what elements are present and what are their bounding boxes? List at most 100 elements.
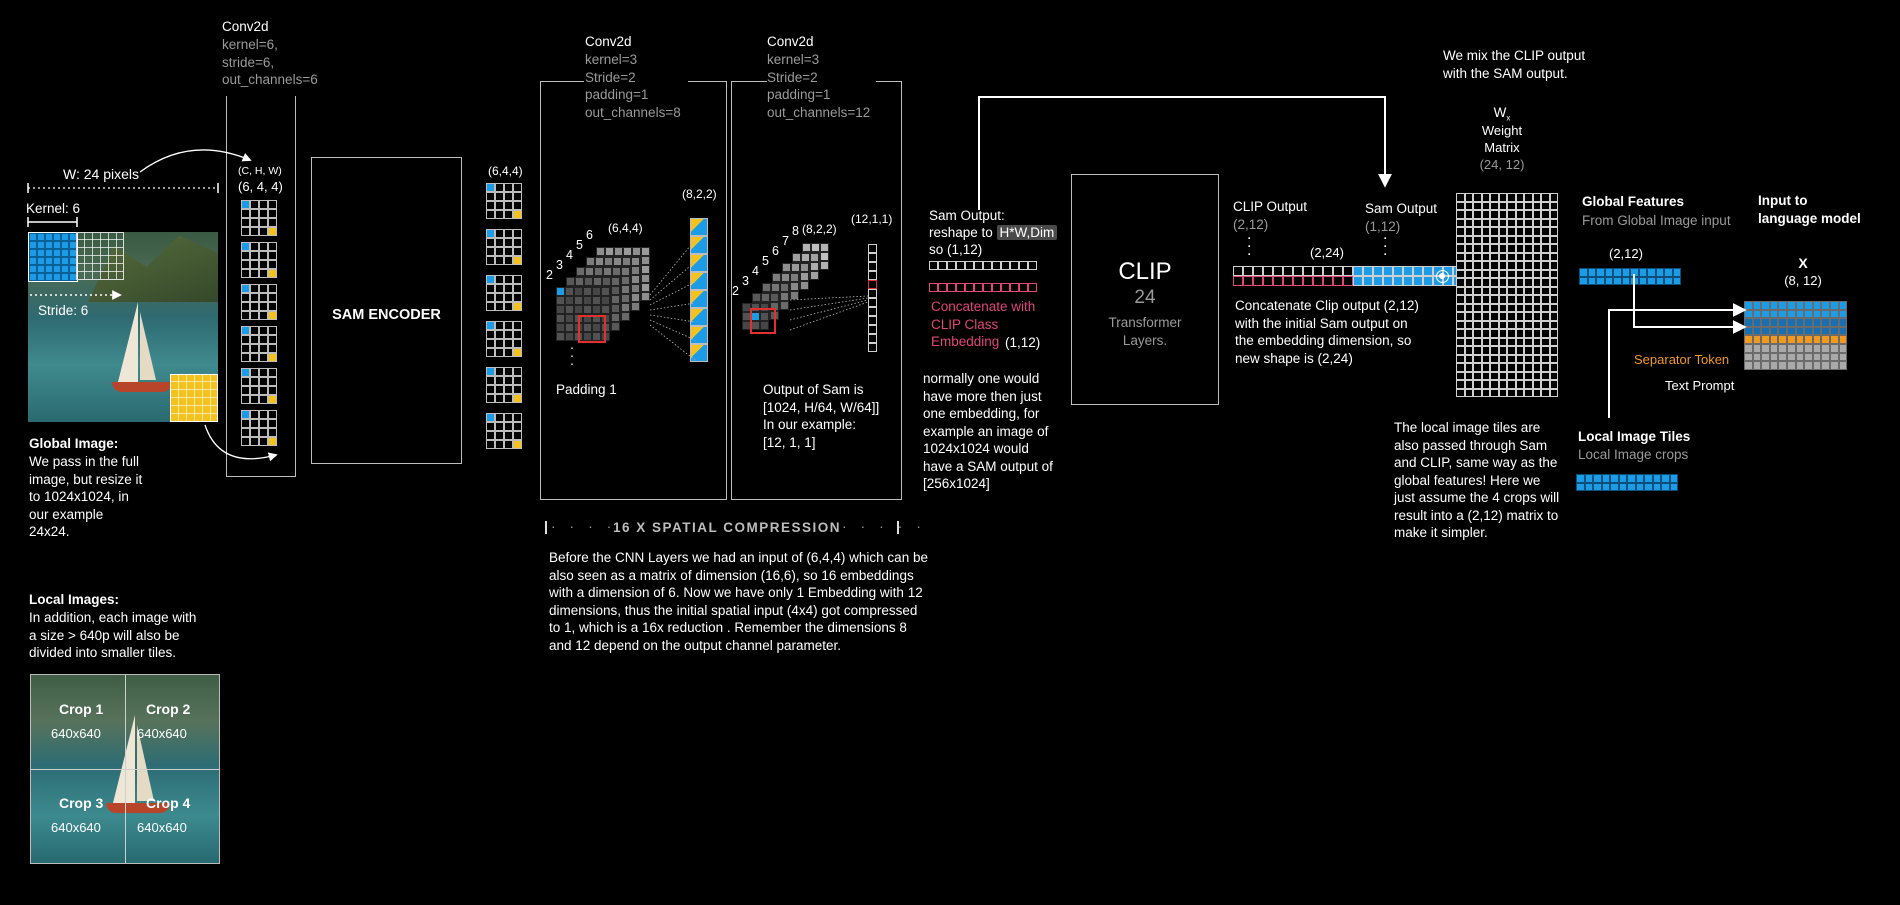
depth-label: 6: [772, 244, 779, 258]
last-patch: [170, 374, 218, 422]
depth-label: 2: [732, 284, 739, 298]
depth-label: 4: [752, 264, 759, 278]
conv1-map: [241, 284, 277, 320]
sam-encoder-box: [311, 157, 462, 464]
weight-label: Weight Matrix: [1481, 123, 1523, 155]
sam-map: [486, 367, 522, 403]
crop-3-name: Crop 3: [59, 795, 104, 811]
local-tiles-sub: Local Image crops: [1578, 447, 1689, 462]
conv1-params: kernel=6, stride=6, out_channels=6: [222, 37, 318, 87]
sam-output-label: Sam Output: [1365, 201, 1438, 216]
conv2-in-shape: (6,4,4): [608, 221, 643, 235]
reshape-highlight: H*W,Dim: [996, 225, 1058, 240]
kernel-label: Kernel: 6: [26, 201, 81, 216]
multiply-icon: [1436, 270, 1449, 283]
depth-label: 8: [792, 224, 799, 238]
kernel-overlay: [28, 232, 78, 282]
depth-label: 3: [556, 258, 563, 272]
lm-input-shape: (8, 12): [1784, 273, 1822, 288]
conv2-out-grid: [690, 218, 708, 362]
stack-layer: [742, 303, 769, 330]
crop-4-size: 640x640: [137, 820, 187, 835]
conv1-box: [226, 96, 296, 477]
sam-map: [486, 229, 522, 265]
sam-encoder-out-shape: (6,4,4): [488, 164, 523, 178]
kernel-window: [750, 308, 776, 334]
combined-shape: (2,24): [1310, 245, 1344, 260]
sam-output-line2: reshape to H*W,Dim: [929, 224, 1058, 242]
crop-4-name: Crop 4: [146, 795, 191, 811]
local-tiles-title: Local Image Tiles: [1578, 429, 1691, 444]
clip-class-grid: [929, 283, 1037, 292]
depth-label: 5: [762, 254, 769, 268]
conv3-desc: Output of Sam is [1024, H/64, W/64]] In …: [763, 382, 880, 450]
gf-grid: [1579, 268, 1681, 285]
concat-grid: [1233, 266, 1473, 286]
conv2-box: [540, 81, 727, 500]
depth-label: 3: [742, 274, 749, 288]
global-features-title: Global Features: [1582, 194, 1685, 209]
lm-input-symbol: X: [1798, 255, 1808, 271]
sam-map: [486, 183, 522, 219]
conv3-title: Conv2d: [767, 34, 814, 49]
conv3-params: kernel=3 Stride=2 padding=1 out_channels…: [767, 52, 871, 120]
local-crops-image: Crop 1 640x640 Crop 2 640x640 Crop 3 640…: [30, 674, 220, 864]
sam-output-line1: Sam Output:: [929, 208, 1005, 223]
depth-label: 7: [782, 234, 789, 248]
clip-output-shape: (2,12): [1233, 217, 1269, 232]
global-features-shape: (2,12): [1609, 246, 1643, 261]
weight-shape: (24, 12): [1479, 157, 1525, 172]
conv1-map: [241, 368, 277, 404]
conv2-ellipsis: ...: [570, 336, 574, 368]
sam-output-line3: so (1,12): [929, 242, 983, 257]
sam-encoder-label: SAM ENCODER: [332, 307, 441, 323]
sam-map: [486, 321, 522, 357]
clip-output-label: CLIP Output: [1233, 199, 1308, 214]
crop-1-size: 640x640: [51, 726, 101, 741]
conv2-params: kernel=3 Stride=2 padding=1 out_channels…: [585, 52, 681, 120]
sam-map: [486, 275, 522, 311]
clip-sub: Transformer Layers.: [1108, 315, 1182, 348]
compression-title: 16 X SPATIAL COMPRESSION: [613, 520, 842, 535]
concat-shape: (1,12): [1005, 335, 1041, 350]
sam-vec-grid: [929, 261, 1037, 270]
conv2-title: Conv2d: [585, 34, 632, 49]
conv1-map: [241, 326, 277, 362]
crop-3-size: 640x640: [51, 820, 101, 835]
depth-label: 6: [586, 228, 593, 242]
depth-label: 2: [546, 268, 553, 282]
local-images-desc: In addition, each image with a size > 64…: [29, 610, 197, 660]
stride-label: Stride: 6: [38, 303, 89, 318]
conv1-map: [241, 200, 277, 236]
conv2-padding-label: Padding 1: [556, 382, 617, 397]
crop-2-size: 640x640: [137, 726, 187, 741]
lm-grid: [1744, 301, 1848, 370]
conv1-title: Conv2d: [222, 19, 269, 34]
local-images-title: Local Images:: [29, 592, 120, 607]
conv1-map: [241, 410, 277, 446]
concat-desc: Concatenate Clip output (2,12) with the …: [1235, 298, 1419, 366]
sam-output-shape: (1,12): [1365, 219, 1401, 234]
crop-1-name: Crop 1: [59, 701, 104, 717]
concat-text: Concatenate with CLIP Class Embedding: [931, 299, 1036, 349]
conv2-out-shape: (8,2,2): [682, 187, 717, 201]
depth-label: 5: [576, 238, 583, 252]
conv1-shape: (6, 4, 4): [238, 179, 283, 194]
sam-output-note: normally one would have more then just o…: [923, 371, 1053, 491]
conv3-out-grid: [868, 244, 877, 352]
mix-note: We mix the CLIP output with the SAM outp…: [1443, 48, 1586, 81]
conv3-in-shape: (8,2,2): [802, 222, 837, 236]
conv3-box: [731, 81, 902, 500]
crop-2-name: Crop 2: [146, 701, 191, 717]
conv3-out-shape: (12,1,1): [851, 212, 893, 226]
weight-symbol: Wx: [1493, 105, 1511, 123]
depth-label: 4: [566, 248, 573, 262]
width-label: W: 24 pixels: [63, 166, 139, 182]
lm-input-title: Input to language model: [1758, 193, 1861, 226]
weight-grid: [1456, 193, 1558, 397]
clip-title: CLIP: [1118, 258, 1172, 285]
separator-token-label: Separator Token: [1634, 352, 1730, 367]
lt-grid: [1576, 474, 1678, 491]
global-features-sub: From Global Image input: [1582, 213, 1731, 228]
conv1-map: [241, 242, 277, 278]
